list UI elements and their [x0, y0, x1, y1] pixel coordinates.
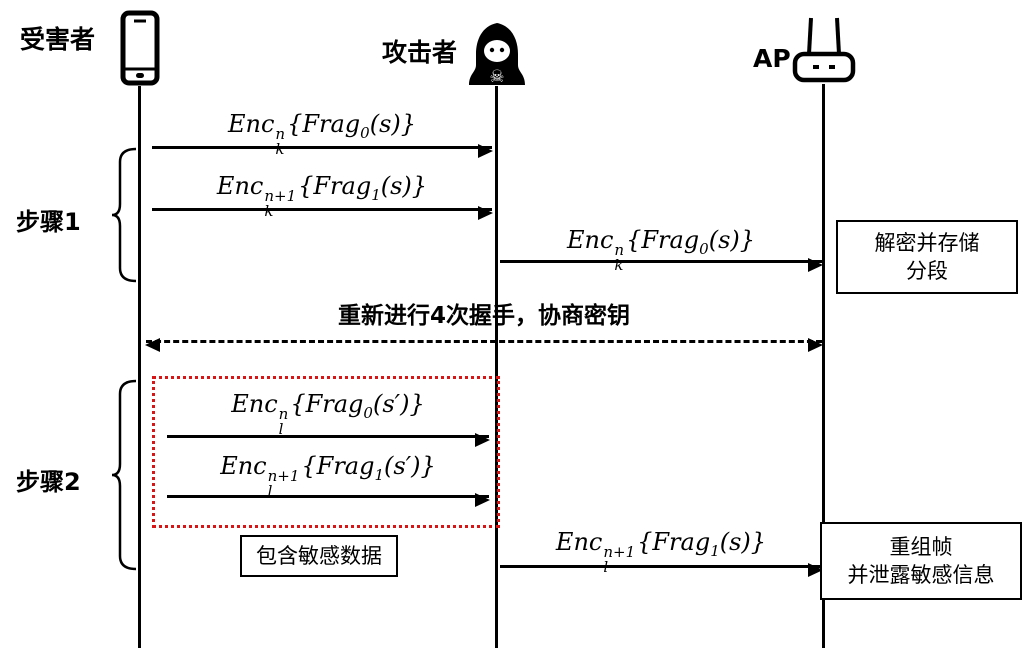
m1-body: {Frag	[287, 110, 361, 138]
m6-bsub: 1	[710, 542, 720, 560]
actor-label-attacker: 攻击者	[382, 38, 458, 67]
lifeline-attacker	[495, 86, 498, 648]
m3-sup: n	[614, 241, 625, 259]
handshake-label: 重新进行4次握手，协商密钥	[337, 303, 630, 329]
arrow-m4	[167, 432, 490, 447]
m3-bsub: 0	[699, 240, 709, 258]
note-reassemble-leak: 重组帧 并泄露敏感信息	[820, 522, 1022, 600]
m3-sub: k	[614, 256, 624, 274]
m6-sup: n+1	[603, 543, 636, 561]
step1-label: 步骤1	[16, 208, 81, 236]
m4-enc: Enc	[231, 390, 278, 418]
m3-body: {Frag	[626, 226, 700, 254]
m4-sup: n	[278, 405, 289, 423]
m4-sub: l	[278, 420, 284, 438]
m1-bsub: 0	[360, 124, 370, 142]
lifeline-victim	[138, 86, 141, 648]
m5-bsub: 1	[374, 466, 385, 484]
m5-tail: (s′)}	[384, 452, 436, 480]
hacker-icon: ☠	[469, 23, 525, 86]
m1-sup: n	[275, 125, 286, 143]
m6-body: {Frag	[637, 528, 711, 556]
lifeline-ap	[822, 84, 825, 648]
m5-sub: l	[267, 482, 273, 500]
note-decrypt-line1: 解密并存储	[874, 230, 980, 255]
m2-tail: (s)}	[380, 172, 428, 200]
m4-tail: (s′)}	[372, 390, 425, 418]
step2-brace	[111, 379, 137, 571]
m6-enc: Enc	[555, 528, 603, 556]
m2-sub: k	[264, 202, 274, 220]
note-sensitive-text: 包含敏感数据	[256, 543, 382, 568]
router-icon	[792, 17, 856, 83]
m1-sub: k	[275, 140, 285, 158]
actor-label-ap: AP	[753, 44, 791, 73]
arrow-m6	[500, 562, 823, 577]
note-reassemble-line1: 重组帧	[889, 534, 953, 559]
arrow-m1	[152, 143, 493, 158]
m2-enc: Enc	[216, 172, 264, 200]
m2-bsub: 1	[371, 186, 381, 204]
note-sensitive-data: 包含敏感数据	[240, 535, 398, 577]
m5-sup: n+1	[267, 467, 300, 485]
m3-tail: (s)}	[708, 226, 756, 254]
note-decrypt-line2: 分段	[906, 259, 948, 283]
arrow-m2	[152, 205, 493, 220]
svg-text:☠: ☠	[489, 67, 504, 86]
arrow-m3	[500, 257, 823, 272]
m4-body: {Frag	[290, 390, 364, 418]
m2-sup: n+1	[264, 187, 297, 205]
m6-tail: (s)}	[719, 528, 767, 556]
m3-enc: Enc	[566, 226, 614, 254]
m5-body: {Frag	[301, 452, 375, 480]
step2-label: 步骤2	[16, 468, 81, 496]
step1-brace	[111, 147, 137, 283]
phone-icon	[120, 10, 160, 86]
m2-body: {Frag	[298, 172, 372, 200]
handshake-arrow	[145, 337, 823, 352]
attack-highlight-box	[152, 376, 500, 528]
m5-enc: Enc	[220, 452, 267, 480]
m1-tail: (s)}	[369, 110, 417, 138]
note-reassemble-line2: 并泄露敏感信息	[847, 563, 995, 587]
note-decrypt-store: 解密并存储 分段	[836, 220, 1018, 294]
m1-enc: Enc	[227, 110, 275, 138]
m4-bsub: 0	[363, 404, 373, 422]
arrow-m5	[167, 492, 490, 507]
actor-label-victim: 受害者	[20, 25, 96, 54]
